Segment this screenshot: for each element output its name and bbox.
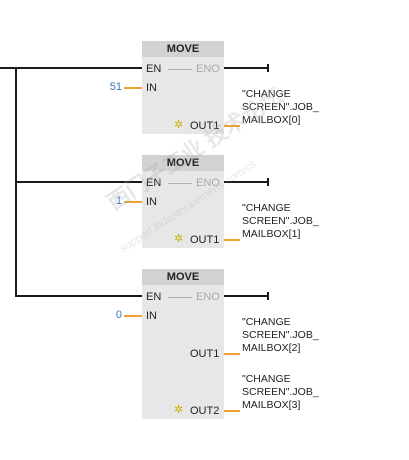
operand-line: "CHANGE [242,88,291,100]
move-block-2[interactable]: MOVE EN ENO IN ✲ OUT1 [142,155,224,248]
en-pin: EN [146,177,162,189]
operand-line: "CHANGE [242,373,291,385]
move-block-1[interactable]: MOVE EN ENO IN ✲ OUT1 [142,41,224,134]
en-eno-passthrough [168,297,192,298]
eno-wire-2[interactable] [224,181,268,183]
branch-wire-1[interactable] [15,67,142,69]
coil-end-2 [267,178,269,186]
coil-end-3 [267,292,269,300]
operand-line: MAILBOX[1] [242,228,301,240]
out-operand-3a[interactable]: "CHANGE SCREEN".JOB_ MAILBOX[2] [242,316,319,355]
operand-line: MAILBOX[2] [242,342,301,354]
en-eno-passthrough [168,183,192,184]
out1-pin: OUT1 [190,348,220,360]
in-pin: IN [146,82,157,94]
out2-pin: OUT2 [190,405,220,417]
in-wire-3[interactable] [124,315,142,317]
operand-line: MAILBOX[3] [242,399,301,411]
out-operand-2[interactable]: "CHANGE SCREEN".JOB_ MAILBOX[1] [242,202,319,241]
operand-line: SCREEN".JOB_ [242,215,319,227]
in-value[interactable]: 1 [115,195,122,207]
status-star-icon: ✲ [174,119,184,131]
in-wire-1[interactable] [124,87,142,89]
in-value[interactable]: 0 [115,309,122,321]
operand-line: MAILBOX[0] [242,114,301,126]
operand-line: SCREEN".JOB_ [242,329,319,341]
out1-pin: OUT1 [190,234,220,246]
out1-pin: OUT1 [190,120,220,132]
en-eno-passthrough [168,69,192,70]
move-block-3[interactable]: MOVE EN ENO IN OUT1 ✲ OUT2 [142,269,224,419]
out-wire-3b[interactable] [224,410,240,412]
status-star-icon: ✲ [174,404,184,416]
eno-pin: ENO [196,63,220,75]
in-value[interactable]: 51 [109,81,122,93]
en-pin: EN [146,291,162,303]
move-block-title: MOVE [142,269,224,285]
operand-line: SCREEN".JOB_ [242,386,319,398]
branch-wire-3[interactable] [15,295,142,297]
left-rail-stub[interactable] [0,67,16,69]
eno-wire-3[interactable] [224,295,268,297]
operand-line: SCREEN".JOB_ [242,101,319,113]
operand-line: "CHANGE [242,316,291,328]
out-wire-2[interactable] [224,239,240,241]
status-star-icon: ✲ [174,233,184,245]
operand-line: "CHANGE [242,202,291,214]
in-pin: IN [146,196,157,208]
eno-pin: ENO [196,177,220,189]
out-wire-1[interactable] [224,125,240,127]
move-block-title: MOVE [142,155,224,171]
out-operand-3b[interactable]: "CHANGE SCREEN".JOB_ MAILBOX[3] [242,373,319,412]
branch-wire-2[interactable] [15,181,142,183]
move-block-title: MOVE [142,41,224,57]
out-wire-3a[interactable] [224,353,240,355]
in-pin: IN [146,310,157,322]
eno-pin: ENO [196,291,220,303]
eno-wire-1[interactable] [224,67,268,69]
en-pin: EN [146,63,162,75]
out-operand-1[interactable]: "CHANGE SCREEN".JOB_ MAILBOX[0] [242,88,319,127]
in-wire-2[interactable] [124,201,142,203]
coil-end-1 [267,64,269,72]
